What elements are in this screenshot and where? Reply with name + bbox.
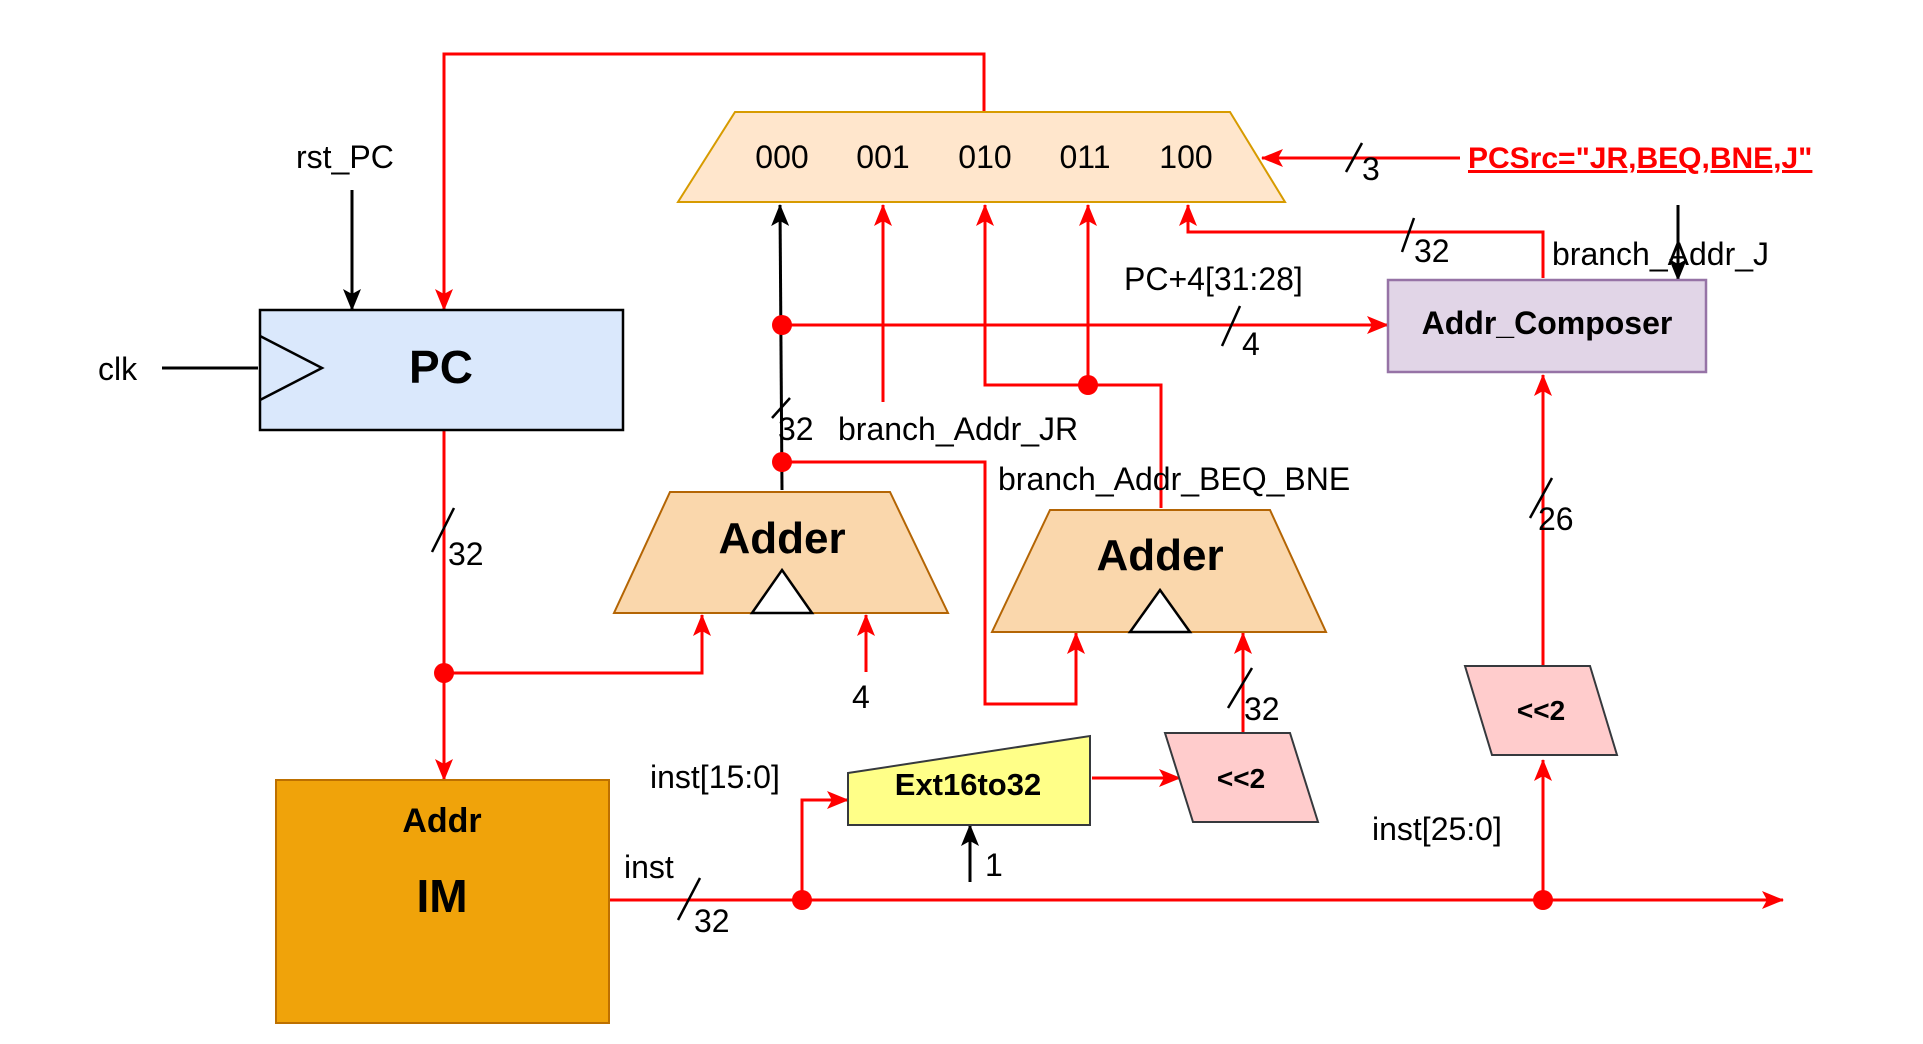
clk-label: clk	[98, 351, 138, 387]
shift-out-width: 32	[1244, 691, 1280, 727]
bus-tick	[430, 507, 456, 553]
ext-ctrl-label: 1	[985, 847, 1003, 883]
pc-plus4-high-width: 4	[1242, 326, 1260, 362]
junction-dot	[772, 452, 792, 472]
composer-body	[1386, 278, 1708, 374]
junction-dot	[434, 663, 454, 683]
instruction-memory: Addr IM	[275, 779, 610, 1024]
ext-body	[847, 734, 1091, 826]
adder-pc-plus4: Adder	[612, 491, 950, 615]
adder1-triangle-icon	[749, 567, 815, 615]
pc-plus4-high-label: PC+4[31:28]	[1124, 261, 1303, 297]
adder2-out-wire	[976, 204, 1163, 508]
mux-input-001: 001	[856, 139, 909, 175]
pc-src-mux: 000 001 010 011 100	[676, 111, 1287, 203]
shift1-title: <<2	[1217, 763, 1265, 794]
shift2-title: <<2	[1517, 695, 1565, 726]
mux-body	[676, 111, 1287, 203]
adder1-title: Adder	[718, 514, 845, 563]
inst-15-0-label: inst[15:0]	[650, 759, 780, 795]
sign-extender: Ext16to32	[847, 734, 1091, 826]
junction-dot	[1533, 890, 1553, 910]
addr-composer: Addr_Composer	[1386, 278, 1708, 374]
shift1-body	[1163, 732, 1320, 823]
im-title: IM	[416, 870, 467, 922]
pc4-to-adder2-wire	[782, 460, 1085, 706]
pc-out-width: 32	[448, 536, 484, 572]
branch-addr-j-label: branch_Addr_J	[1552, 236, 1769, 272]
bus-tick	[676, 877, 702, 921]
bus-ticks	[430, 142, 1554, 921]
inst-label: inst	[624, 849, 674, 885]
pc-register: PC	[258, 308, 625, 432]
mux-input-000: 000	[755, 139, 808, 175]
shift-left-branch: <<2	[1163, 732, 1320, 823]
branch-addr-jr-label: branch_Addr_JR	[838, 411, 1078, 447]
bus-tick	[1344, 142, 1364, 173]
wires	[162, 52, 1784, 909]
junction-dot	[1078, 375, 1098, 395]
im-body	[275, 779, 610, 1024]
rst-pc-label: rst_PC	[296, 139, 394, 175]
inst-15-0-wire	[800, 791, 849, 900]
clock-triangle-icon	[259, 334, 325, 402]
mux-to-pc-wire	[435, 52, 986, 311]
bus-tick	[1220, 305, 1242, 347]
pcsrc-width: 3	[1362, 151, 1380, 187]
inst-25-0-label: inst[25:0]	[1372, 811, 1502, 847]
signal-labels: rst_PC clk PCSrc="JR,BEQ,BNE,J" branch_A…	[98, 139, 1812, 885]
ext-title: Ext16to32	[895, 767, 1041, 802]
shift2-body	[1463, 665, 1619, 756]
pcsrc-label: PCSrc="JR,BEQ,BNE,J"	[1468, 142, 1812, 175]
const-four-label: 4	[852, 679, 870, 715]
inst-25-0-width: 26	[1538, 501, 1574, 537]
bus-tick	[1226, 667, 1254, 709]
bus-tick	[1400, 217, 1416, 253]
adder1-out-width: 32	[778, 411, 814, 447]
junction-dot	[792, 890, 812, 910]
mux-input-100: 100	[1159, 139, 1212, 175]
shift-left-jump: <<2	[1463, 665, 1619, 756]
adder-branch: Adder	[990, 509, 1328, 634]
adder2-title: Adder	[1096, 531, 1223, 580]
pc-to-adder1-wire	[444, 614, 711, 675]
mux-input-011: 011	[1059, 139, 1110, 175]
branch-addr-beq-bne-label: branch_Addr_BEQ_BNE	[998, 461, 1350, 497]
adder2-body	[990, 509, 1328, 633]
composer-title: Addr_Composer	[1422, 305, 1673, 341]
pc-title: PC	[409, 341, 473, 393]
bus-width-labels: 3 32 4 32 32 26 32 32	[448, 151, 1574, 939]
junction-dot	[772, 315, 792, 335]
adder1-body	[612, 491, 950, 614]
bus-tick	[1528, 477, 1554, 519]
branch-j-width: 32	[1414, 233, 1450, 269]
mux-input-010: 010	[958, 139, 1011, 175]
bus-tick	[771, 397, 791, 419]
branch-addr-j-wire	[1179, 204, 1545, 278]
inst-width: 32	[694, 903, 730, 939]
adder2-triangle-icon	[1127, 587, 1193, 634]
im-addr-label: Addr	[402, 802, 481, 840]
junctions	[434, 315, 1553, 910]
adder1-out-wire	[771, 204, 790, 491]
